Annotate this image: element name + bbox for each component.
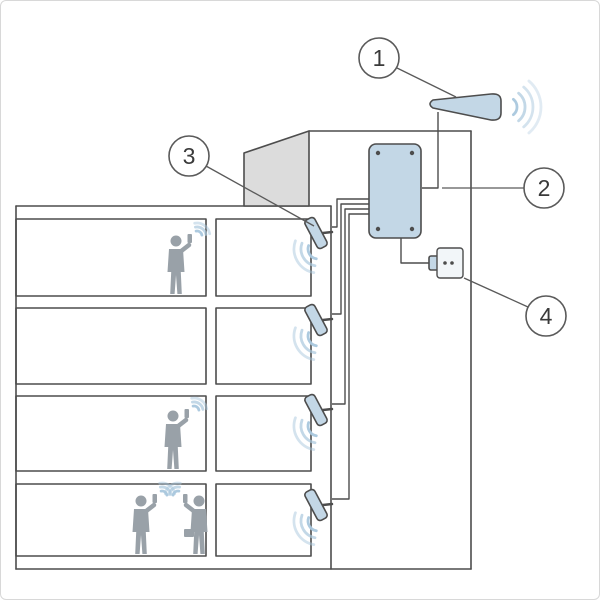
room-floor1-left [15,218,207,297]
callout-3-leader [205,165,315,227]
cable-antenna-4 [332,213,369,500]
room-floor3-right [215,395,312,472]
indoor-antenna-4 [292,486,334,546]
person-floor1 [168,223,210,294]
callout-4-leader [463,277,529,308]
callout-1-circle [358,37,400,79]
room-floor4-left [15,483,207,557]
roof-structure [243,130,310,207]
callout-3-label: 3 [183,143,196,169]
callout-2-label: 2 [538,175,551,201]
room-floor2-right [215,307,312,385]
room-floor2-left [15,307,207,385]
briefcase [184,529,194,537]
cable-antenna-2 [332,203,369,315]
outlet-plate [436,247,464,279]
cable-antenna-3 [332,208,369,405]
power-cord [400,238,431,264]
indoor-antenna-3 [292,391,334,452]
outdoor-signal-waves [512,79,543,135]
callout-4-circle [525,295,567,337]
room-floor4-right [215,483,312,557]
callout-2: 2 [442,167,565,209]
outdoor-antenna [429,79,543,135]
coax-cables [332,112,439,500]
callout-2-circle [523,167,565,209]
power-outlet [400,238,464,279]
person-floor4-right [165,483,207,554]
booster-unit [368,143,422,239]
cable-outdoor-antenna [422,112,439,189]
callout-3-circle [168,135,210,177]
callout-1: 1 [358,37,457,98]
callout-4: 4 [463,277,567,337]
callout-1-label: 1 [373,45,386,71]
cable-antenna-1 [332,198,369,228]
person-floor3 [165,398,207,469]
indoor-antenna-2 [292,301,334,362]
callout-3: 3 [168,135,315,227]
room-floor3-left [15,395,207,472]
callout-4-label: 4 [540,303,553,329]
callout-1-leader [394,66,457,98]
building-structure [15,130,472,570]
rooms [15,218,312,557]
